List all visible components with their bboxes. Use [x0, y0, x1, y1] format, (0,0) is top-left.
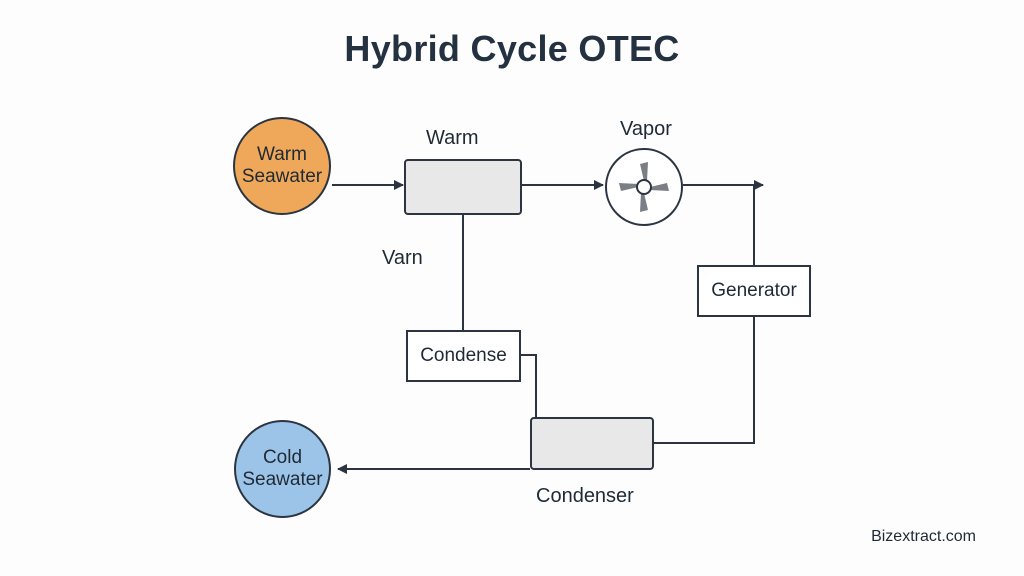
condense-box: Condense — [406, 330, 521, 382]
diagram-title: Hybrid Cycle OTEC — [344, 28, 680, 69]
evaporator-label: Warm — [426, 127, 479, 149]
turbine-icon — [605, 148, 683, 226]
side-label: Varn — [382, 247, 423, 269]
warm-seawater-node: Warm Seawater — [233, 117, 331, 215]
turbine-blades — [619, 162, 669, 212]
condenser-box — [530, 417, 654, 470]
generator-label: Generator — [711, 280, 797, 301]
wire-generator-to-condenser — [653, 317, 755, 444]
wire-condense-to-condenser — [521, 354, 537, 417]
condense-label: Condense — [420, 345, 507, 366]
condenser-label: Condenser — [536, 485, 634, 507]
evaporator-box — [404, 159, 522, 215]
warm-seawater-label: Warm Seawater — [241, 144, 323, 187]
cold-seawater-node: Cold Seawater — [234, 420, 331, 518]
generator-box: Generator — [697, 265, 811, 317]
watermark: Bizextract.com — [871, 528, 976, 545]
cold-seawater-label: Cold Seawater — [242, 447, 323, 490]
turbine-label: Vapor — [620, 118, 672, 140]
